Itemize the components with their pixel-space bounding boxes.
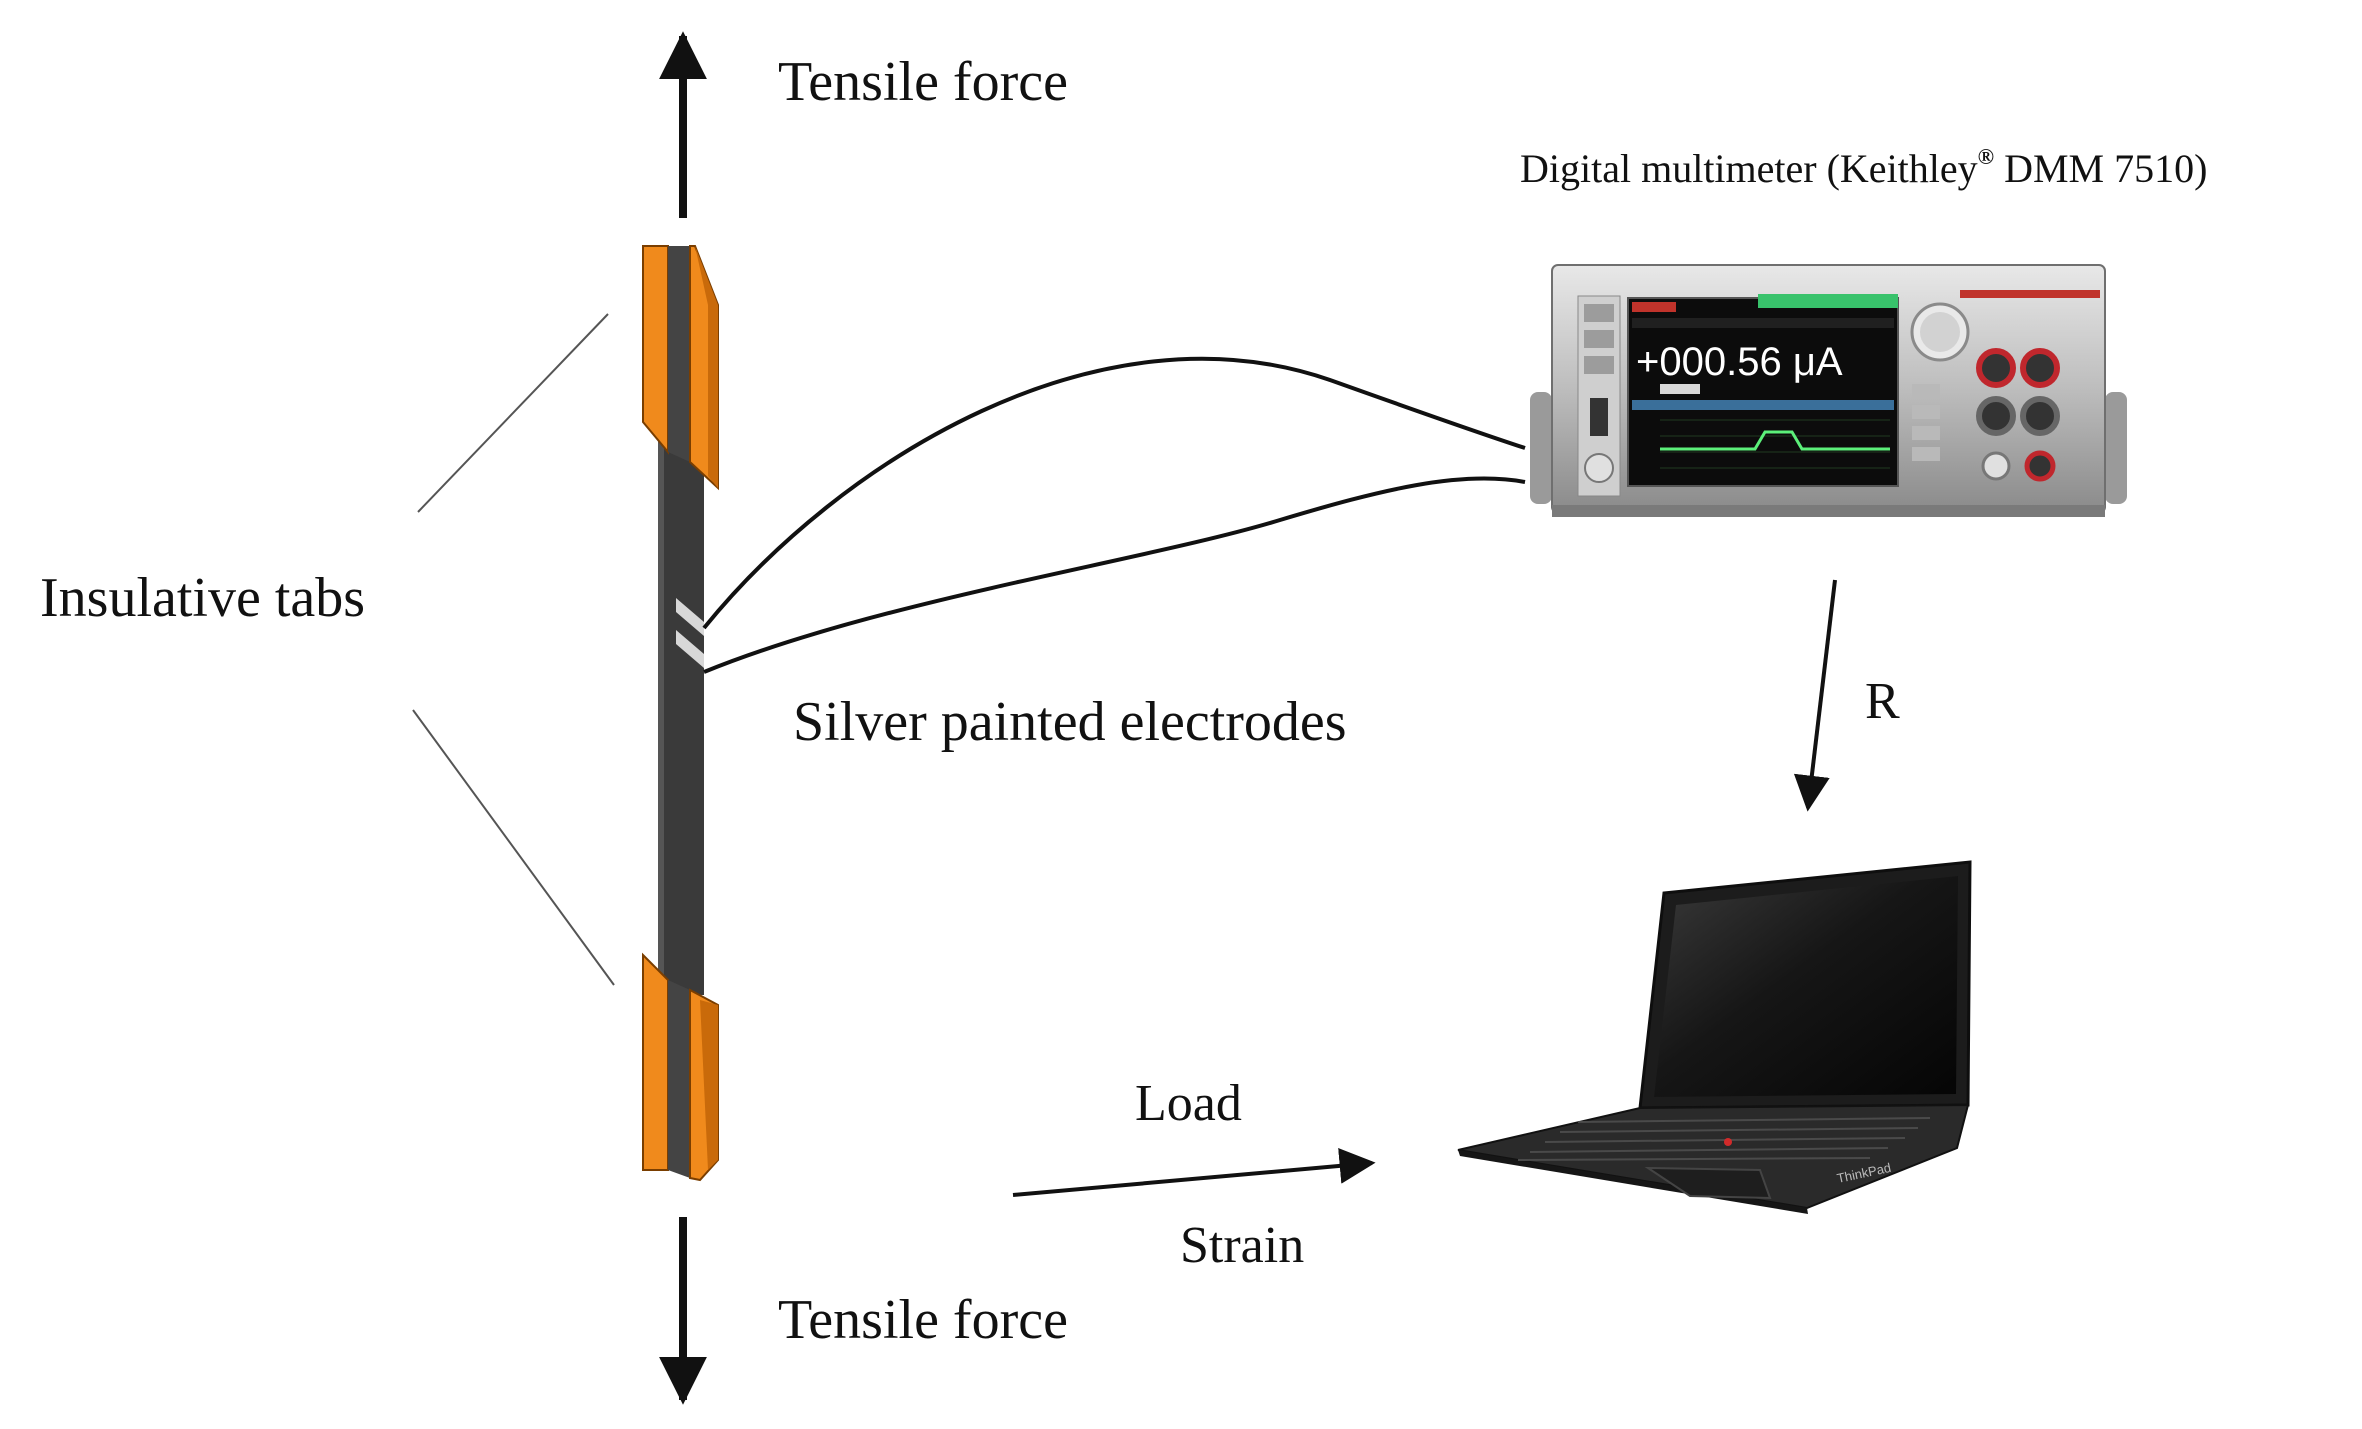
tabs-leader-bottom	[412, 709, 615, 986]
silver-electrodes	[676, 598, 704, 668]
wire-lower	[703, 476, 1526, 674]
multimeter-reading: +000.56 μA	[1636, 340, 1843, 384]
multimeter-screen: +000.56 μA	[1627, 294, 1899, 487]
tensile-force-label-bottom: Tensile force	[778, 1289, 1068, 1351]
digital-multimeter: +000.56 μA	[1530, 264, 2127, 517]
multimeter-label: Digital multimeter (Keithley® DMM 7510)	[1520, 144, 2207, 191]
strain-label: Strain	[1180, 1217, 1304, 1274]
load-strain-arrow	[1012, 1147, 1376, 1197]
laptop-keyboard	[1517, 1117, 1931, 1161]
laptop-touchpad	[1644, 1166, 1772, 1200]
insulative-tabs-label: Insulative tabs	[40, 567, 365, 629]
silver-electrodes-label: Silver painted electrodes	[793, 691, 1347, 753]
laptop-screen	[1654, 876, 1958, 1097]
specimen-strip	[660, 440, 704, 995]
tabs-leader-top	[417, 313, 609, 513]
resistance-arrow	[1793, 579, 1837, 812]
tensile-force-label-top: Tensile force	[778, 51, 1068, 113]
specimen	[642, 245, 719, 1182]
wire-upper	[702, 356, 1526, 630]
laptop: ThinkPad	[1457, 860, 1972, 1214]
resistance-label: R	[1865, 673, 1900, 730]
load-label: Load	[1135, 1075, 1242, 1132]
insulative-tab-bottom	[642, 952, 719, 1182]
insulative-tab-top	[642, 245, 719, 491]
multimeter-terminals	[1976, 348, 2060, 482]
screen-trace	[1660, 430, 1890, 451]
